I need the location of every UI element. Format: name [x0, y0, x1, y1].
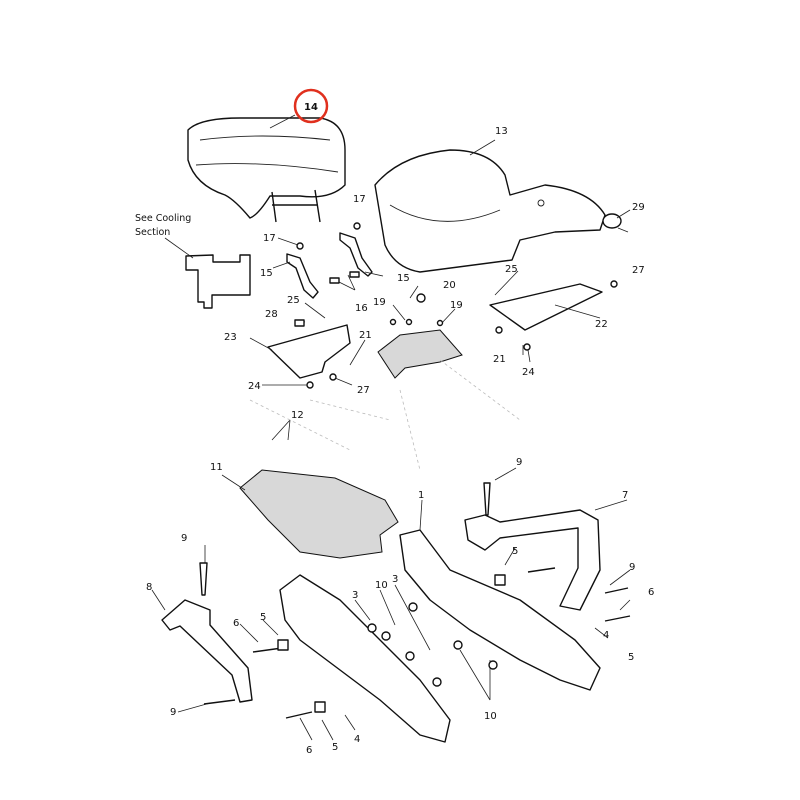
label-17[interactable]: 17	[353, 194, 366, 205]
part-front-seat[interactable]	[374, 149, 606, 273]
part-bracket-cooling[interactable]	[185, 254, 251, 309]
label-15[interactable]: 15	[260, 268, 273, 279]
label-6[interactable]: 6	[233, 618, 239, 629]
label-9[interactable]: 9	[170, 707, 176, 718]
part-rear-seat[interactable]	[187, 117, 346, 223]
label-9[interactable]: 9	[181, 533, 187, 544]
label-27[interactable]: 27	[632, 265, 645, 276]
fasteners	[199, 222, 631, 719]
part-15-left-hinge[interactable]	[286, 253, 319, 299]
part-22-tray[interactable]	[489, 283, 603, 331]
label-24[interactable]: 24	[248, 381, 261, 392]
see-cooling-note-line2: Section	[135, 227, 170, 238]
label-5[interactable]: 5	[628, 652, 634, 663]
label-11[interactable]: 11	[210, 462, 223, 473]
part-11-tray[interactable]	[239, 469, 399, 559]
label-24[interactable]: 24	[522, 367, 535, 378]
label-28[interactable]: 28	[265, 309, 278, 320]
label-23[interactable]: 23	[224, 332, 237, 343]
label-4[interactable]: 4	[603, 630, 609, 641]
label-5[interactable]: 5	[512, 546, 518, 557]
label-25[interactable]: 25	[287, 295, 300, 306]
label-8[interactable]: 8	[146, 582, 152, 593]
label-6[interactable]: 6	[306, 745, 312, 756]
part-23-cover[interactable]	[267, 324, 351, 379]
label-14[interactable]: 14	[304, 102, 318, 113]
callout-labels: 14 13 29 17 17 15 15 16 20 25 27 25 28 1…	[146, 102, 654, 756]
label-21[interactable]: 21	[359, 330, 372, 341]
label-5[interactable]: 5	[260, 612, 266, 623]
label-9[interactable]: 9	[629, 562, 635, 573]
label-15[interactable]: 15	[397, 273, 410, 284]
label-7[interactable]: 7	[622, 490, 628, 501]
part-centre-bracket[interactable]	[377, 329, 463, 379]
part-29-clip[interactable]	[602, 213, 629, 233]
label-22[interactable]: 22	[595, 319, 608, 330]
leader-lines	[151, 114, 631, 741]
label-16[interactable]: 16	[355, 303, 368, 314]
part-15-right-hinge[interactable]	[339, 232, 373, 277]
part-3-frame[interactable]	[279, 574, 451, 743]
label-10[interactable]: 10	[484, 711, 497, 722]
part-7-grab-rail[interactable]	[464, 509, 601, 611]
highlight-circle	[293, 88, 329, 124]
part-1-frame[interactable]	[399, 529, 601, 691]
label-6[interactable]: 6	[648, 587, 654, 598]
label-19[interactable]: 19	[450, 300, 463, 311]
label-19[interactable]: 19	[373, 297, 386, 308]
label-9[interactable]: 9	[516, 457, 522, 468]
label-13[interactable]: 13	[495, 126, 508, 137]
label-3[interactable]: 3	[392, 574, 398, 585]
label-12[interactable]: 12	[291, 410, 304, 421]
label-1[interactable]: 1	[418, 490, 424, 501]
label-20[interactable]: 20	[443, 280, 456, 291]
label-4[interactable]: 4	[354, 734, 360, 745]
label-3[interactable]: 3	[352, 590, 358, 601]
part-8-side-rail[interactable]	[161, 599, 253, 703]
label-25[interactable]: 25	[505, 264, 518, 275]
label-29[interactable]: 29	[632, 202, 645, 213]
label-27[interactable]: 27	[357, 385, 370, 396]
see-cooling-note-line1: See Cooling	[135, 213, 191, 224]
label-10[interactable]: 10	[375, 580, 388, 591]
label-21[interactable]: 21	[493, 354, 506, 365]
label-5[interactable]: 5	[332, 742, 338, 753]
label-17[interactable]: 17	[263, 233, 276, 244]
